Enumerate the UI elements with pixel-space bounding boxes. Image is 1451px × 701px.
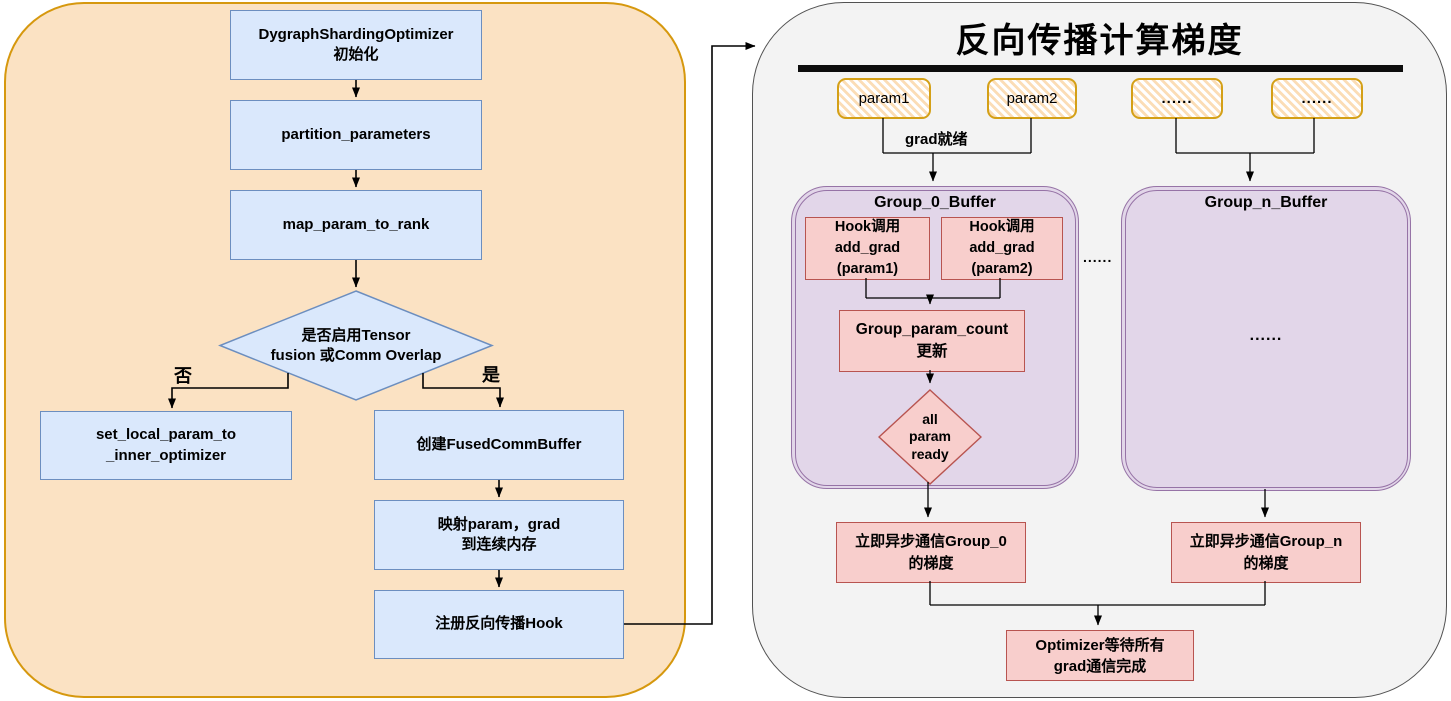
hook1-line1: Hook调用: [834, 218, 901, 235]
node-map-to-contiguous-memory: 映射param，grad 到连续内存: [374, 500, 624, 570]
node-set-local-param: set_local_param_to _inner_optimizer: [40, 411, 292, 480]
grad-ready-label: grad就绪: [905, 131, 968, 148]
comm0-line2: 的梯度: [908, 554, 954, 572]
node-partition-parameters: partition_parameters: [230, 100, 482, 170]
count-line1: Group_param_count: [855, 321, 1009, 339]
node-partition-parameters-label: partition_parameters: [281, 125, 431, 143]
async-comm-group0-box: 立即异步通信Group_0 的梯度: [836, 522, 1026, 583]
optimizer-line1: Optimizer等待所有: [1035, 636, 1165, 654]
all-param-ready-decision: all param ready: [877, 389, 983, 485]
param-ellipsis-1-label: ......: [1161, 90, 1193, 107]
optimizer-line2: grad通信完成: [1053, 657, 1147, 675]
node-register-backward-hook-label: 注册反向传播Hook: [435, 615, 563, 633]
commn-line2: 的梯度: [1243, 554, 1289, 572]
ready-diamond-text: all param ready: [878, 389, 982, 485]
hook2-line2: add_grad: [969, 240, 1035, 256]
decision-tensor-fusion-text: 是否启用Tensor fusion 或Comm Overlap: [218, 290, 494, 401]
node-map-param-to-rank: map_param_to_rank: [230, 190, 482, 260]
group-param-count-box: Group_param_count 更新: [839, 310, 1025, 372]
hook2-line1: Hook调用: [969, 218, 1035, 235]
group0-buffer-title: Group_0_Buffer: [874, 194, 996, 211]
edge-label-no: 否: [174, 366, 192, 386]
decision-line1: 是否启用Tensor: [301, 327, 411, 344]
node-optimizer-init: DygraphShardingOptimizer 初始化: [230, 10, 482, 80]
param-ellipsis-2-label: ......: [1301, 90, 1333, 107]
param1-box: param1: [837, 78, 931, 119]
backprop-panel: 反向传播计算梯度 param1 param2 ...... ...... gra…: [752, 2, 1447, 698]
hook-add-grad-param1: Hook调用 add_grad (param1): [805, 217, 930, 280]
node-map-memory-line2: 到连续内存: [461, 536, 537, 553]
hook1-line3: (param1): [836, 261, 899, 278]
edge-label-yes: 是: [482, 365, 500, 385]
node-create-fused-comm-buffer-label: 创建FusedCommBuffer: [416, 435, 582, 453]
param2-label: param2: [1006, 90, 1058, 107]
node-create-fused-comm-buffer: 创建FusedCommBuffer: [374, 410, 624, 480]
group0-buffer: Group_0_Buffer Hook调用 add_grad (param1) …: [791, 186, 1079, 489]
groupn-buffer-title: Group_n_Buffer: [1204, 194, 1328, 211]
comm0-line1: 立即异步通信Group_0: [855, 532, 1007, 550]
groupn-buffer: Group_n_Buffer ......: [1121, 186, 1411, 491]
title-underline: [798, 65, 1403, 72]
commn-line1: 立即异步通信Group_n: [1189, 532, 1343, 550]
async-comm-groupn-box: 立即异步通信Group_n 的梯度: [1171, 522, 1361, 583]
node-map-param-to-rank-label: map_param_to_rank: [282, 215, 430, 233]
node-optimizer-init-line1: DygraphShardingOptimizer: [258, 25, 454, 43]
param-ellipsis-box-2: ......: [1271, 78, 1363, 119]
decision-diamond-shape: [217, 290, 495, 401]
ready-diamond-shape: [877, 389, 983, 485]
backprop-title: 反向传播计算梯度: [955, 22, 1244, 60]
node-optimizer-init-line2: 初始化: [333, 46, 379, 63]
hook1-line2: add_grad: [834, 240, 901, 256]
param2-box: param2: [987, 78, 1077, 119]
ready-line3: ready: [911, 445, 949, 462]
hook-add-grad-param2: Hook调用 add_grad (param2): [941, 217, 1063, 280]
hook2-line3: (param2): [971, 261, 1033, 278]
node-set-local-line1: set_local_param_to: [95, 426, 237, 444]
count-line2: 更新: [916, 343, 948, 360]
ready-line2: param: [908, 428, 952, 445]
ready-line1: all: [922, 410, 938, 427]
optimizer-wait-box: Optimizer等待所有 grad通信完成: [1006, 630, 1194, 681]
param1-label: param1: [858, 90, 910, 107]
groupn-ellipsis: ......: [1249, 327, 1283, 344]
decision-tensor-fusion: 是否启用Tensor fusion 或Comm Overlap: [217, 290, 495, 401]
node-register-backward-hook: 注册反向传播Hook: [374, 590, 624, 659]
node-set-local-line2: _inner_optimizer: [105, 446, 227, 464]
buffers-ellipsis: ......: [1083, 249, 1113, 265]
param-ellipsis-box-1: ......: [1131, 78, 1223, 119]
node-map-memory-line1: 映射param，grad: [437, 515, 561, 533]
decision-line2: fusion 或Comm Overlap: [270, 346, 442, 364]
